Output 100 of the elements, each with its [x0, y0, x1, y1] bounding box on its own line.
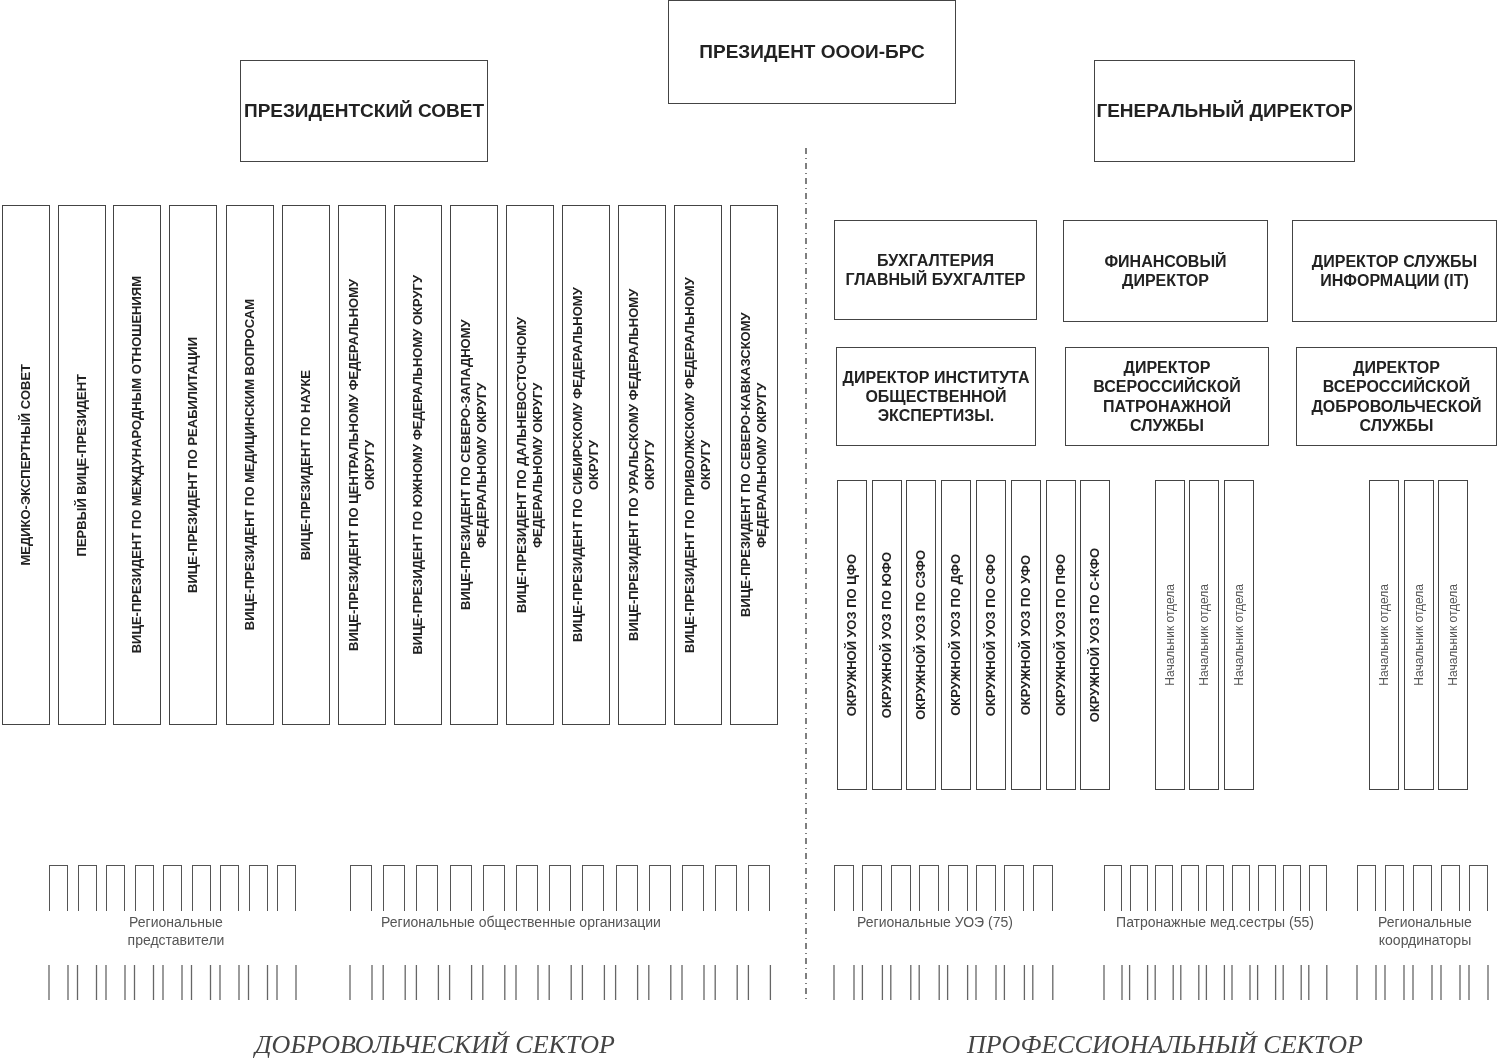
box-title: ПРЕЗИДЕНТСКИЙ СОВЕТ	[243, 99, 484, 123]
sector-title: ДОБРОВОЛЬЧЕСКИЙ СЕКТОР	[255, 1030, 615, 1060]
small-box	[191, 865, 211, 911]
org-box	[1369, 480, 1399, 790]
box-title: ВИЦЕ-ПРЕЗИДЕНТ ПО МЕДИЦИНСКИМ ВОПРОСАМ	[242, 299, 258, 631]
org-box	[1011, 480, 1041, 790]
org-box	[113, 205, 161, 725]
org-box	[226, 205, 274, 725]
org-box	[240, 60, 488, 162]
small-box	[648, 865, 671, 911]
small-box	[1032, 865, 1053, 911]
org-box	[1063, 220, 1268, 322]
small-box	[919, 865, 940, 911]
box-title: ОКРУЖНОЙ УОЗ ПО УФО	[1018, 554, 1034, 716]
group-label: Региональные общественные организации	[380, 913, 662, 932]
box-title: ДИРЕКТОР ВСЕРОССИЙСКОЙ ПАТРОНАЖНОЙ СЛУЖБЫ	[1092, 358, 1242, 435]
org-box	[282, 205, 330, 725]
org-box	[1224, 480, 1254, 790]
box-title: ОКРУЖНОЙ УОЗ ПО ДФО	[948, 554, 964, 716]
group-label: Региональные представители	[126, 913, 226, 950]
small-box	[1004, 865, 1025, 911]
small-box	[1155, 865, 1174, 911]
org-box	[562, 205, 610, 725]
org-box	[2, 205, 50, 725]
small-box	[482, 865, 505, 911]
org-box	[450, 205, 498, 725]
box-title: ВИЦЕ-ПРЕЗИДЕНТ ПО УРАЛЬСКОМУ ФЕДЕРАЛЬНОМУ ОКРУГУ	[626, 287, 658, 644]
box-title: ОКРУЖНОЙ УОЗ ПО С-КФО	[1087, 547, 1103, 723]
org-box	[730, 205, 778, 725]
box-title: Начальник отдела	[1411, 584, 1427, 686]
small-box	[77, 865, 97, 911]
org-box	[394, 205, 442, 725]
box-title: ВИЦЕ-ПРЕЗИДЕНТ ПО НАУКЕ	[298, 369, 314, 561]
small-box	[1257, 865, 1276, 911]
org-box	[1065, 347, 1269, 446]
org-box	[1296, 347, 1497, 446]
box-title: ПРЕЗИДЕНТ ОООИ-БРС	[699, 40, 925, 64]
small-box	[947, 865, 968, 911]
org-box	[674, 205, 722, 725]
small-box	[1129, 865, 1148, 911]
org-box	[1080, 480, 1110, 790]
org-box	[1438, 480, 1468, 790]
small-box	[1385, 865, 1404, 911]
org-box	[58, 205, 106, 725]
small-box	[1283, 865, 1302, 911]
small-box	[862, 865, 883, 911]
small-box	[615, 865, 638, 911]
box-title: ВИЦЕ-ПРЕЗИДЕНТ ПО СЕВЕРО-ЗАПАДНОМУ ФЕДЕРАЛЬНОМУ ОКРУГУ	[458, 318, 490, 613]
box-title: ВИЦЕ-ПРЕЗИДЕНТ ПО ПРИВОЛЖСКОМУ ФЕДЕРАЛЬНОМУ ОКРУГУ	[682, 276, 714, 655]
org-box	[872, 480, 902, 790]
small-box	[1357, 865, 1376, 911]
group-label: Региональные координаторы	[1377, 913, 1473, 950]
sector-title: ПРОФЕССИОНАЛЬНЫЙ СЕКТОР	[967, 1030, 1363, 1060]
small-box	[976, 865, 996, 911]
org-box	[506, 205, 554, 725]
box-title: МЕДИКО-ЭКСПЕРТНЫЙ СОВЕТ	[18, 364, 34, 566]
org-box	[1046, 480, 1076, 790]
small-box	[715, 865, 738, 911]
box-title: ГЕНЕРАЛЬНЫЙ ДИРЕКТОР	[1096, 99, 1353, 123]
org-box	[1189, 480, 1219, 790]
org-box	[834, 220, 1037, 320]
group-label: Региональные УОЭ (75)	[856, 913, 1014, 932]
box-title: Начальник отдела	[1376, 584, 1392, 686]
box-title: ФИНАНСОВЫЙ ДИРЕКТОР	[1103, 251, 1228, 291]
org-box	[906, 480, 936, 790]
org-box	[618, 205, 666, 725]
small-box	[1232, 865, 1250, 911]
org-box	[338, 205, 386, 725]
small-box	[383, 865, 406, 911]
small-box	[49, 865, 68, 911]
small-box	[106, 865, 125, 911]
box-title: ВИЦЕ-ПРЕЗИДЕНТ ПО ЮЖНОМУ ФЕДЕРАЛЬНОМУ ОКРУГУ	[410, 275, 426, 655]
box-title: ВИЦЕ-ПРЕЗИДЕНТ ПО СЕВЕРО-КАВКАЗСКОМУ ФЕДЕРАЛЬНОМУ ОКРУГУ	[738, 311, 770, 620]
small-box	[748, 865, 771, 911]
small-box	[1413, 865, 1432, 911]
small-box	[350, 865, 372, 911]
box-title: ДИРЕКТОР ВСЕРОССИЙСКОЙ ДОБРОВОЛЬЧЕСКОЙ СЛУЖБЫ	[1310, 358, 1483, 435]
small-box	[134, 865, 154, 911]
small-box	[1441, 865, 1460, 911]
small-box	[248, 865, 268, 911]
box-title: ДИРЕКТОР СЛУЖБЫ ИНФОРМАЦИИ (IT)	[1310, 251, 1479, 291]
small-box	[1469, 865, 1488, 911]
org-box	[1155, 480, 1185, 790]
box-title: ВИЦЕ-ПРЕЗИДЕНТ ПО ДАЛЬНЕВОСТОЧНОМУ ФЕДЕРАЛЬНОМУ ОКРУГУ	[514, 315, 546, 616]
box-title: Начальник отдела	[1231, 584, 1247, 686]
org-box	[941, 480, 971, 790]
small-box	[416, 865, 439, 911]
org-box	[1404, 480, 1434, 790]
small-box	[516, 865, 538, 911]
small-box	[1206, 865, 1225, 911]
box-title: ОКРУЖНОЙ УОЗ ПО СЗФО	[913, 550, 929, 720]
small-box	[549, 865, 572, 911]
small-box	[449, 865, 472, 911]
small-box	[1308, 865, 1327, 911]
small-box	[163, 865, 182, 911]
box-title: ВИЦЕ-ПРЕЗИДЕНТ ПО РЕАБИЛИТАЦИИ	[185, 337, 201, 593]
small-box	[834, 865, 854, 911]
org-box	[976, 480, 1006, 790]
small-box	[1180, 865, 1199, 911]
box-title: ДИРЕКТОР ИНСТИТУТА ОБЩЕСТВЕННОЙ ЭКСПЕРТИЗЫ.	[841, 367, 1031, 426]
